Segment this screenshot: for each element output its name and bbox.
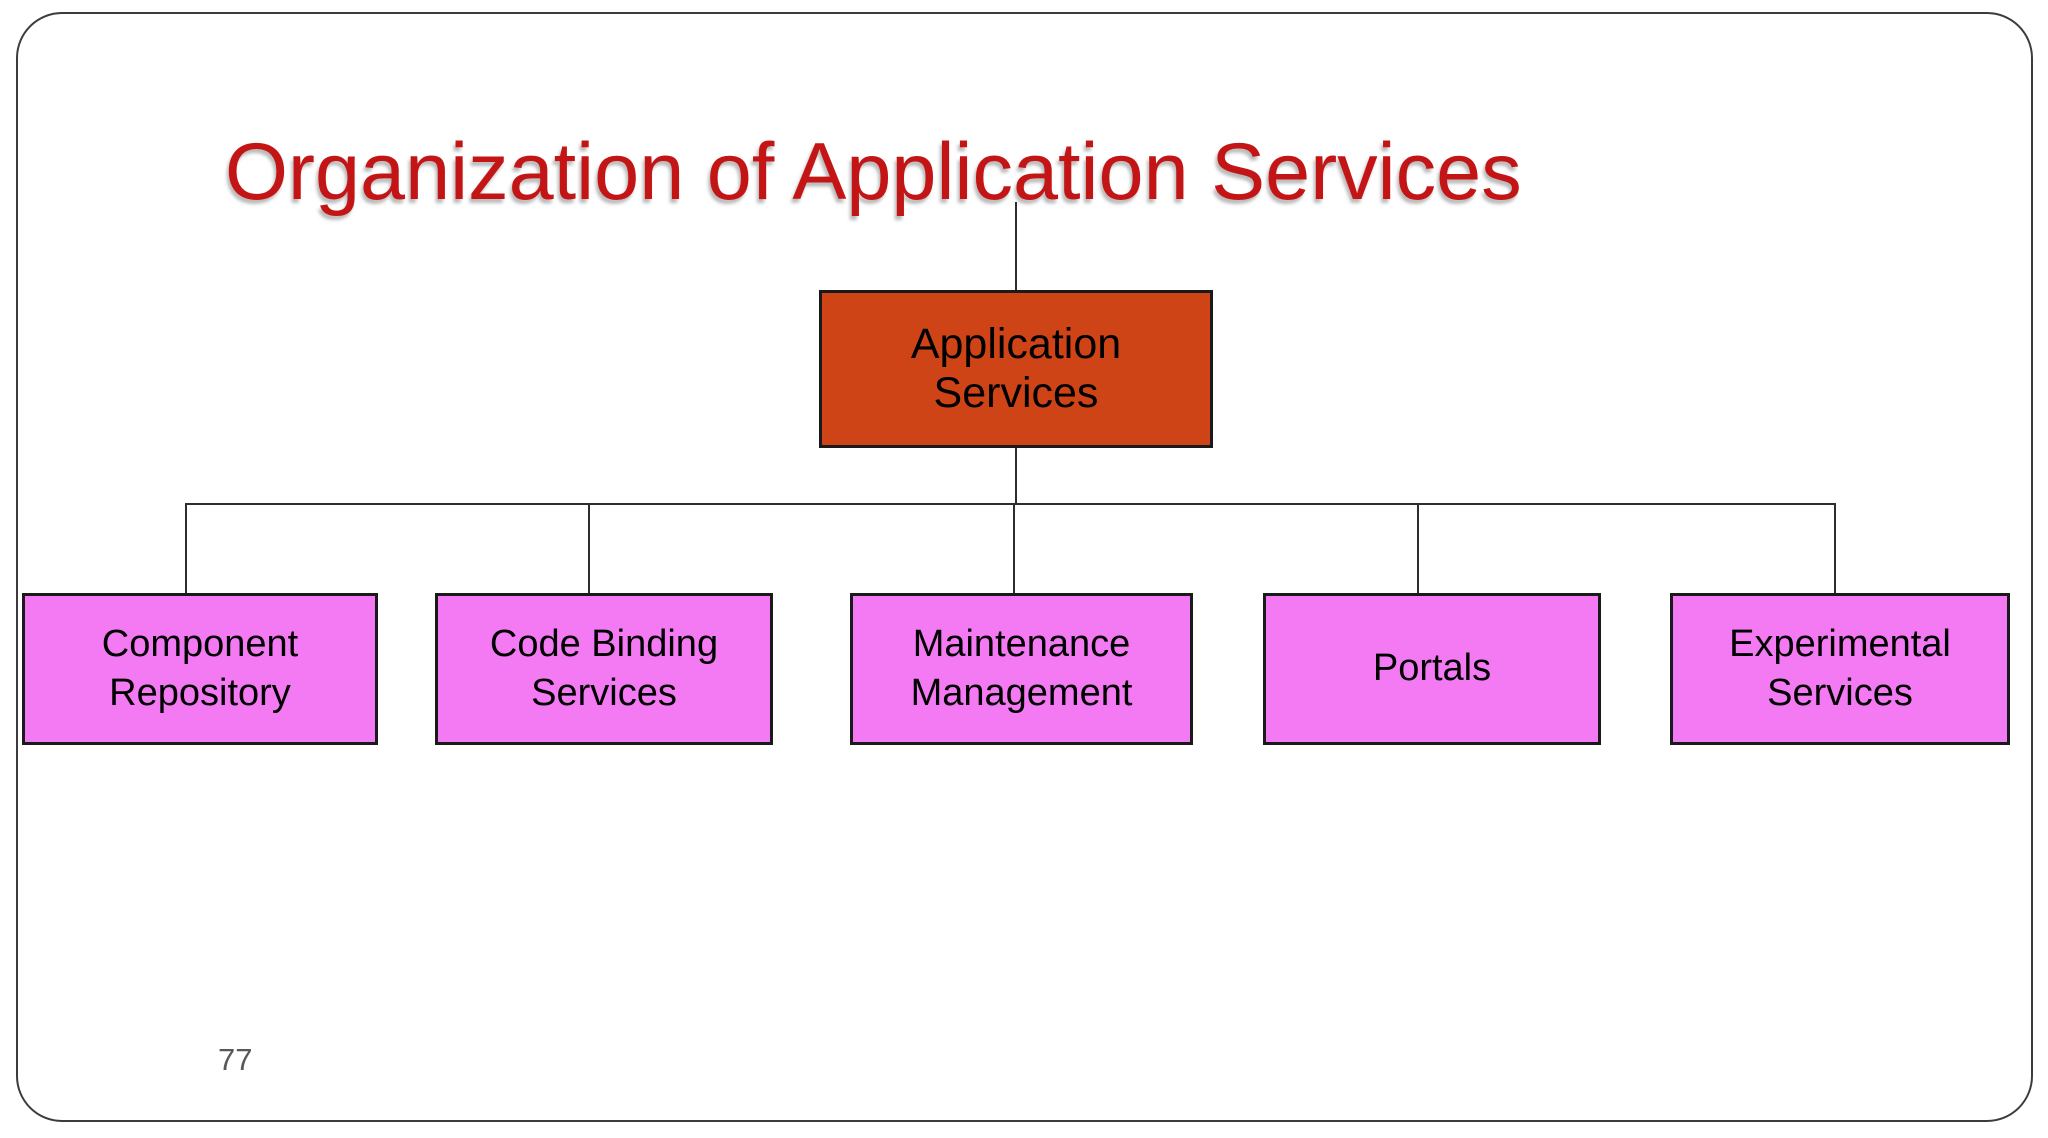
node-label-line: Component	[101, 622, 299, 665]
connector-drop-maintenance-management	[1013, 503, 1015, 593]
slide-title: Organization of Application Services	[225, 127, 1522, 217]
node-component-repository: Component Repository	[22, 593, 378, 745]
node-label-line: Services	[1767, 672, 1913, 714]
node-experimental-services: Experimental Services	[1670, 593, 2010, 745]
node-label-line: Management	[910, 672, 1133, 714]
connector-root-to-bus	[1015, 448, 1017, 505]
node-label-line: Experimental	[1729, 622, 1951, 665]
node-maintenance-management: Maintenance Management	[850, 593, 1193, 745]
node-portals: Portals	[1263, 593, 1601, 745]
connector-drop-code-binding-services	[588, 503, 590, 593]
connector-bus	[185, 503, 1836, 505]
page-number: 77	[218, 1042, 253, 1077]
node-application-services: Application Services	[819, 290, 1213, 448]
slide-border	[16, 12, 2033, 1122]
connector-title-to-root	[1015, 202, 1017, 290]
node-code-binding-services: Code Binding Services	[435, 593, 773, 745]
node-label-line: Services	[933, 369, 1099, 417]
node-label-line: Portals	[1372, 647, 1492, 690]
connector-drop-experimental-services	[1834, 503, 1836, 593]
connector-drop-portals	[1417, 503, 1419, 593]
connector-drop-component-repository	[185, 503, 187, 593]
node-label-line: Services	[531, 672, 677, 714]
node-label-line: Code Binding	[489, 622, 719, 665]
node-label-line: Application	[910, 319, 1122, 368]
node-label-line: Repository	[109, 672, 291, 714]
node-label-line: Maintenance	[912, 622, 1131, 665]
